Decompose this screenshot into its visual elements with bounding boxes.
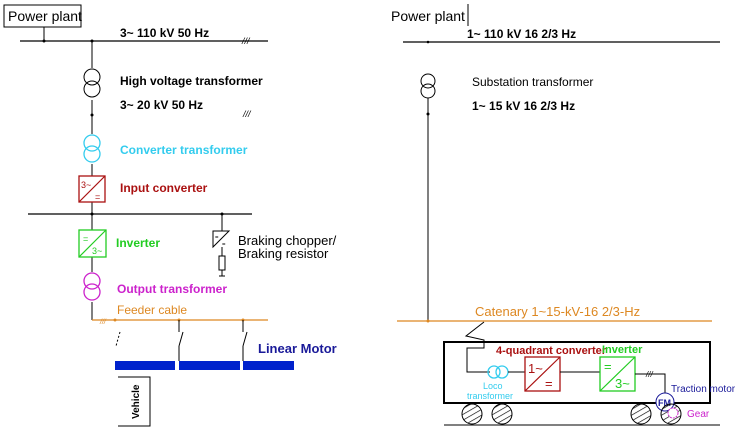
three-phase-mark: ///: [241, 36, 251, 46]
right-system: Power plant 1~ 110 kV 16 2/3 Hz Substati…: [391, 4, 736, 426]
left-bus-20-label: 3~ 20 kV 50 Hz: [120, 98, 203, 112]
section-switch: [242, 320, 248, 361]
traction-motor-label: Traction motor: [671, 384, 736, 395]
gear-icon: [667, 407, 679, 419]
converter-transformer-icon: [82, 134, 102, 164]
inverter-label: Inverter: [116, 236, 160, 250]
gear-label: Gear: [687, 409, 710, 420]
input-converter-icon: 3~ =: [78, 175, 106, 203]
converter-transformer-label: Converter transformer: [120, 143, 248, 157]
substation-transformer-label: Substation transformer: [472, 75, 593, 89]
wheel-icon: [630, 403, 652, 425]
linear-motor-section: [115, 361, 175, 370]
svg-text:///: ///: [645, 370, 653, 379]
section-switch: [178, 320, 184, 361]
loco-transformer-label-2: transformer: [467, 391, 513, 401]
right-inverter-label: Inverter: [602, 344, 643, 356]
three-phase-mark: ///: [242, 109, 252, 119]
input-converter-label: Input converter: [120, 181, 208, 195]
braking-chopper-icon: = =: [212, 214, 231, 277]
loco-transformer-icon: [487, 365, 509, 379]
right-bus-15-label: 1~ 15 kV 16 2/3 Hz: [472, 99, 575, 113]
hv-transformer-icon: [82, 68, 102, 100]
left-bus-110-label: 3~ 110 kV 50 Hz: [120, 26, 209, 40]
left-power-plant-label: Power plant: [8, 8, 82, 24]
svg-text:3~: 3~: [615, 376, 630, 391]
locomotive-body: [443, 341, 711, 404]
output-transformer-icon: [82, 272, 102, 302]
left-power-plant: Power plant: [3, 4, 82, 41]
wheel-icon: [461, 403, 483, 425]
four-quadrant-label: 4-quadrant converter: [496, 345, 607, 357]
linear-motor-section: [243, 361, 294, 370]
svg-text:1~: 1~: [528, 361, 543, 376]
vehicle-box: Vehicle: [118, 376, 151, 427]
svg-text:=: =: [222, 242, 226, 248]
svg-text:FM: FM: [658, 398, 671, 408]
wheel-icon: [491, 403, 513, 425]
svg-text:=: =: [83, 234, 88, 244]
right-power-plant: Power plant: [391, 4, 469, 26]
left-bus-110kv: 3~ 110 kV 50 Hz ///: [20, 26, 268, 46]
svg-text:=: =: [604, 359, 612, 374]
catenary-label: Catenary 1~15-kV-16 2/3-Hz: [475, 304, 640, 319]
svg-text:=: =: [545, 376, 553, 391]
right-bus-110-label: 1~ 110 kV 16 2/3 Hz: [467, 27, 576, 41]
substation-transformer-icon: [420, 73, 436, 99]
right-inverter-icon: = 3~: [599, 356, 636, 392]
svg-text:3~: 3~: [81, 180, 91, 190]
loco-transformer-label-1: Loco: [483, 381, 503, 391]
left-system: Power plant 3~ 110 kV 50 Hz /// High vol…: [3, 4, 337, 427]
linear-motor-section: [179, 361, 240, 370]
right-power-plant-label: Power plant: [391, 8, 465, 24]
svg-text:3~: 3~: [92, 246, 102, 256]
svg-text:///: ///: [99, 319, 107, 326]
output-transformer-label: Output transformer: [117, 282, 227, 296]
braking-label-1: Braking chopper/: [238, 233, 337, 248]
inverter-icon: = 3~: [78, 229, 107, 258]
section-switch: [115, 331, 121, 347]
linear-motor-label: Linear Motor: [258, 341, 337, 356]
feeder-cable-label: Feeder cable: [117, 303, 187, 317]
svg-text:=: =: [215, 235, 219, 241]
svg-text:=: =: [95, 192, 100, 202]
pantograph-icon: [464, 321, 490, 373]
four-quadrant-converter-icon: 1~ =: [524, 356, 561, 392]
braking-label-2: Braking resistor: [238, 246, 329, 261]
vehicle-label: Vehicle: [131, 384, 142, 419]
hv-transformer-label: High voltage transformer: [120, 74, 263, 88]
